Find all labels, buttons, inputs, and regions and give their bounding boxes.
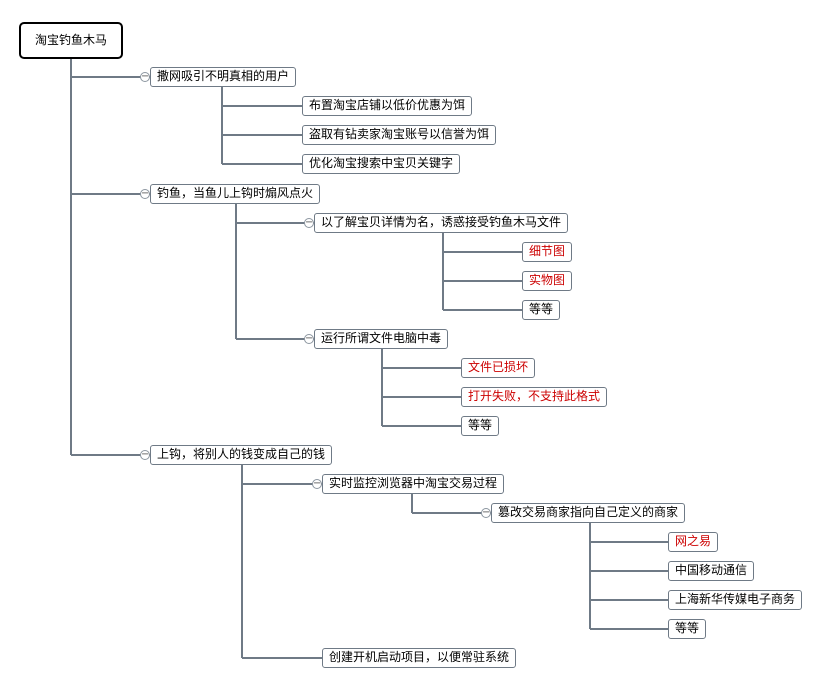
collapse-toggle-b2-1[interactable]: − — [304, 217, 314, 228]
node-b2-1-1[interactable]: 细节图 — [522, 242, 573, 262]
collapse-toggle-b3-1[interactable]: − — [312, 478, 322, 489]
node-b3[interactable]: 上钩，将别人的钱变成自己的钱 — [150, 445, 333, 465]
collapse-toggle-b3[interactable]: − — [140, 449, 150, 460]
node-b2-1[interactable]: 以了解宝贝详情为名，诱惑接受钓鱼木马文件 — [314, 213, 569, 233]
node-b3-1-1-2[interactable]: 中国移动通信 — [668, 561, 755, 581]
node-b2-2[interactable]: 运行所谓文件电脑中毒 — [314, 329, 449, 349]
root-node[interactable]: 淘宝钓鱼木马 — [19, 22, 123, 59]
node-b3-2[interactable]: 创建开机启动项目，以便常驻系统 — [322, 648, 517, 668]
node-b1[interactable]: 撒网吸引不明真相的用户 — [150, 67, 297, 87]
node-b2-2-1[interactable]: 文件已损坏 — [461, 358, 536, 378]
node-b1-2[interactable]: 盗取有钻卖家淘宝账号以信誉为饵 — [302, 125, 497, 145]
collapse-toggle-b2[interactable]: − — [140, 188, 150, 199]
node-b2-2-3[interactable]: 等等 — [461, 416, 500, 436]
node-b2-1-3[interactable]: 等等 — [522, 300, 561, 320]
node-b1-1[interactable]: 布置淘宝店铺以低价优惠为饵 — [302, 96, 473, 116]
collapse-toggle-b3-1-1[interactable]: − — [481, 507, 491, 518]
node-b1-3[interactable]: 优化淘宝搜索中宝贝关键字 — [302, 154, 461, 174]
node-b2-2-2[interactable]: 打开失败，不支持此格式 — [461, 387, 608, 407]
node-b3-1-1-4[interactable]: 等等 — [668, 619, 707, 639]
node-b2-1-2[interactable]: 实物图 — [522, 271, 573, 291]
node-b2[interactable]: 钓鱼，当鱼儿上钩时煽风点火 — [150, 184, 321, 204]
collapse-toggle-b1[interactable]: − — [140, 71, 150, 82]
node-b3-1-1-3[interactable]: 上海新华传媒电子商务 — [668, 590, 803, 610]
node-b3-1[interactable]: 实时监控浏览器中淘宝交易过程 — [322, 474, 505, 494]
collapse-toggle-b2-2[interactable]: − — [304, 333, 314, 344]
node-b3-1-1[interactable]: 篡改交易商家指向自己定义的商家 — [491, 503, 686, 523]
node-b3-1-1-1[interactable]: 网之易 — [668, 532, 719, 552]
